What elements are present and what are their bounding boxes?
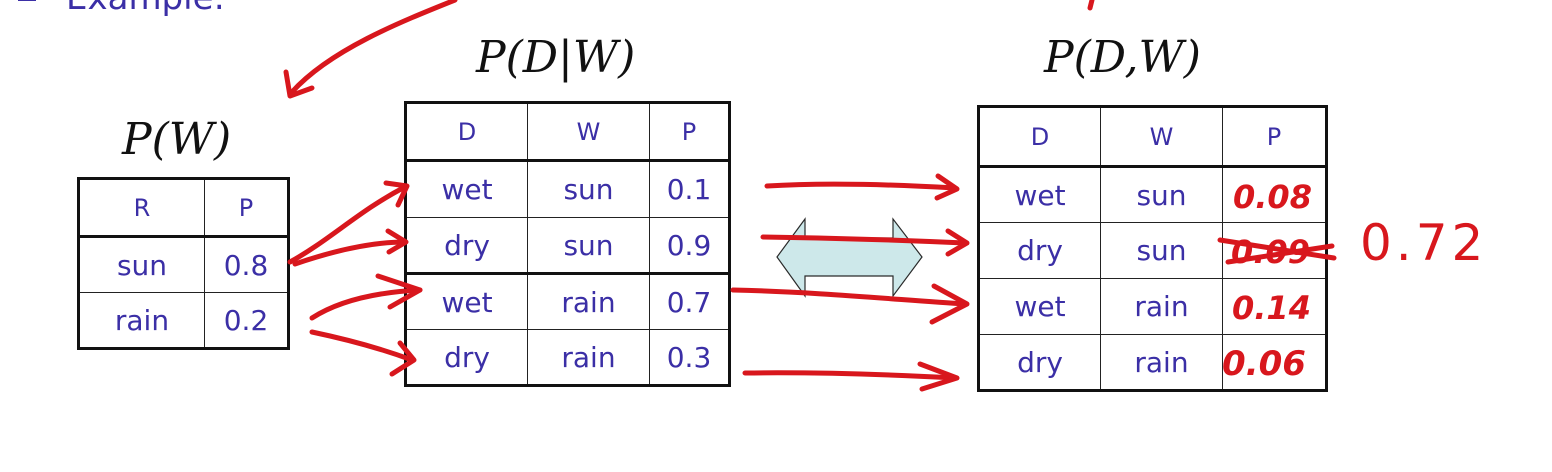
cell-w: rain [527,329,650,386]
cell-d: dry [978,334,1101,391]
handwritten-p4: 0.06 [1222,344,1306,384]
table-row: wet sun 0.1 [405,160,730,218]
handwritten-side-value: 0.72 [1360,214,1488,272]
table-row: wet rain 0.7 [405,273,730,330]
arrow-row4 [742,370,958,381]
header-p: P [649,102,730,162]
cell-w: rain [1100,334,1223,391]
table-joint: D W P wet sun dry sun wet rain dry rain [977,105,1328,392]
table-row: wet rain [978,278,1327,335]
arrowhead [375,273,423,310]
arrow-sun-to-dry-sun [292,239,408,267]
cell-p: 0.7 [649,273,730,330]
header-p: P [1222,106,1327,168]
header-w: W [527,102,650,162]
formula-pdw-joint: P(D,W) [1044,32,1201,83]
arrow-rain-to-wet-rain [309,287,423,321]
strike-through-2 [1225,243,1335,265]
handwritten-p1: 0.08 [1233,178,1312,216]
cell-w: sun [1100,166,1223,223]
cell-d: dry [978,222,1101,279]
cell-p-empty [1222,166,1327,223]
arrowhead [917,361,960,392]
arrowhead [389,340,417,377]
arrow-rain-to-dry-rain [309,329,415,363]
arrowhead [929,283,970,325]
arrowhead [945,228,970,257]
cell-w: rain [1100,278,1223,335]
example-bullet: Example: [18,0,225,18]
formula-pw: P(W) [122,114,232,165]
bullet-dash [18,0,36,1]
handwritten-p3: 0.14 [1232,289,1311,327]
arrowhead [934,173,960,201]
cell-p: 0.2 [204,292,289,349]
double-arrow-shape [776,217,923,298]
table-row: dry rain [978,334,1327,391]
bullet-text: Example: [66,0,225,18]
table-row: rain 0.2 [78,292,289,349]
cell-d: wet [978,166,1101,223]
cell-p: 0.8 [204,236,289,293]
top-curve-arrow [289,0,458,95]
arrow-sun-to-wet-sun [287,184,408,265]
table-row: dry rain 0.3 [405,329,730,386]
cell-d: dry [405,329,528,386]
table-row: wet sun [978,166,1327,223]
cell-w: sun [527,160,650,218]
cell-p: 0.3 [649,329,730,386]
table-pdw: D W P wet sun 0.1 dry sun 0.9 wet rain 0… [404,101,731,387]
arrow-row2 [760,234,968,246]
cell-w: sun [1100,222,1223,279]
cell-p-empty [1222,334,1327,391]
formula-pdw: P(D|W) [476,32,636,83]
cell-d: wet [405,273,528,330]
cell-p: 0.9 [649,217,730,274]
cell-p: 0.1 [649,160,730,218]
cell-w: rain [527,273,650,330]
arrow-row1 [764,181,958,191]
cell-w: rain [78,292,205,349]
cell-d: wet [978,278,1101,335]
cell-d: wet [405,160,528,218]
cell-w: sun [78,236,205,293]
header-d: D [405,102,528,162]
table-pw: R P sun 0.8 rain 0.2 [77,177,290,350]
arrowhead [383,180,410,208]
cell-d: dry [405,217,528,274]
top-right-stroke [1087,0,1095,11]
arrowhead [385,228,409,255]
table-row: sun 0.8 [78,236,289,293]
top-curve-arrowhead [283,69,315,99]
table-row: dry sun 0.9 [405,217,730,274]
arrow-row3 [730,287,968,307]
header-p: P [204,178,289,238]
strike-through [1217,237,1337,261]
header-r: R [78,178,205,238]
